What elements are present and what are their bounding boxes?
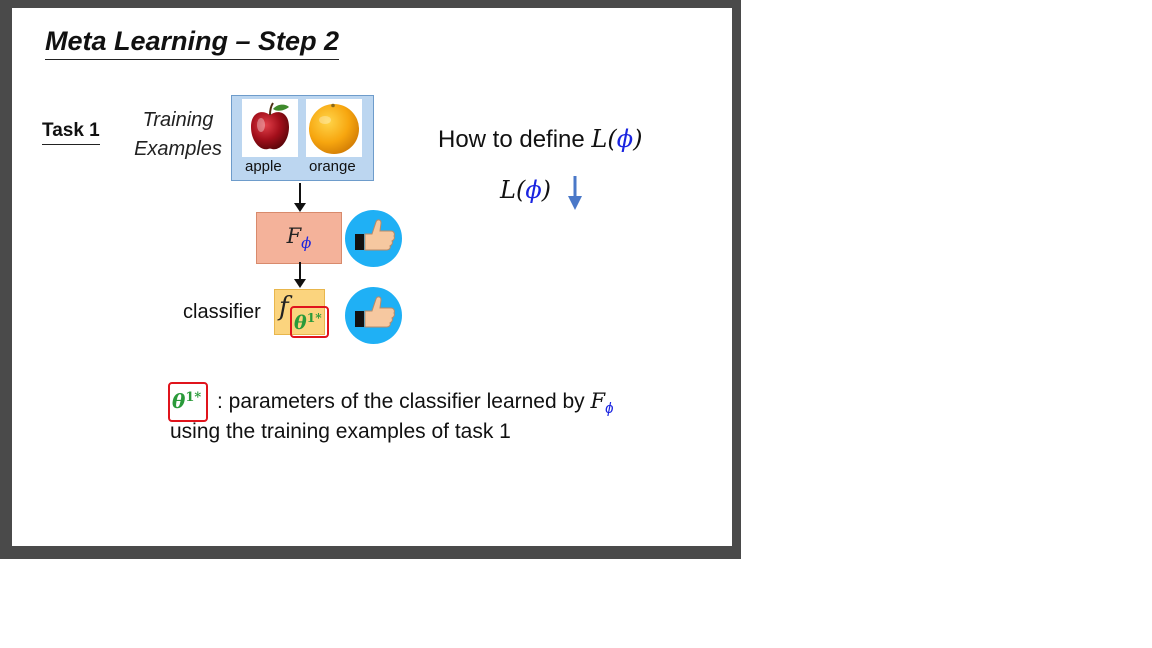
note-theta: θ1* — [172, 389, 202, 413]
down-arrow-icon — [568, 176, 582, 210]
orange-image — [306, 99, 362, 157]
orange-caption: orange — [309, 158, 356, 175]
task-label: Task 1 — [42, 120, 100, 145]
loss-expression: L(ϕ) — [500, 176, 552, 204]
classifier-box: f — [274, 289, 325, 335]
training-examples-label: Training Examples — [128, 106, 228, 164]
note-line-2: using the training examples of task 1 — [170, 420, 511, 443]
classifier-theta: θ1* — [294, 310, 322, 334]
learner-box: Fϕ — [256, 212, 342, 264]
arrow-examples-to-learner — [294, 183, 306, 212]
loss-question: How to define L(ϕ) — [438, 125, 643, 153]
note-line-1: : parameters of the classifier learned b… — [217, 389, 614, 417]
training-label-line1: Training — [142, 109, 214, 131]
apple-image — [242, 99, 298, 157]
learner-subscript: ϕ — [301, 234, 312, 252]
thumbs-up-icon — [345, 210, 402, 267]
slide-title: Meta Learning – Step 2 — [45, 26, 340, 60]
classifier-symbol: f — [279, 292, 289, 322]
learner-symbol: Fϕ — [286, 224, 312, 252]
document-viewer: Meta Learning – Step 2 Task 1 Training E… — [0, 0, 741, 559]
apple-caption: apple — [245, 158, 282, 175]
note-theta-highlight: θ1* — [168, 382, 208, 422]
classifier-label: classifier — [183, 301, 261, 323]
thumbs-up-icon — [345, 287, 402, 344]
classifier-theta-highlight: θ1* — [290, 306, 329, 338]
slide: Meta Learning – Step 2 Task 1 Training E… — [12, 8, 732, 546]
arrow-learner-to-classifier — [294, 262, 306, 288]
training-label-line2: Examples — [134, 138, 222, 160]
training-examples-box: apple orange — [231, 95, 374, 181]
